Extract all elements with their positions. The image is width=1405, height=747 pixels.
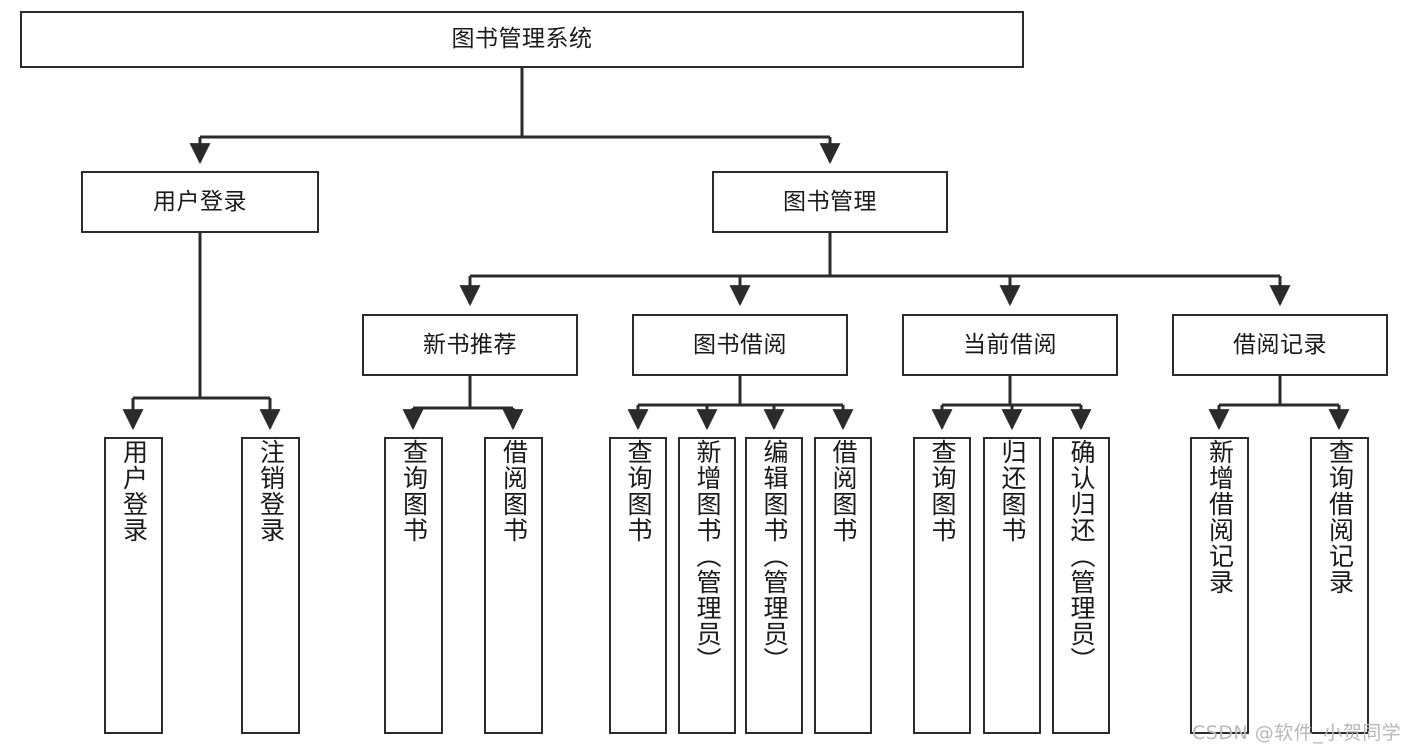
node-leaf-logout[interactable]: 注销登录 <box>241 437 300 734</box>
node-label: 编辑图书（管理员） <box>760 439 789 673</box>
node-leaf-return-book[interactable]: 归还图书 <box>983 437 1041 734</box>
node-label: 归还图书 <box>998 439 1027 543</box>
node-leaf-borrow-book-2[interactable]: 借阅图书 <box>814 437 872 734</box>
node-book-management-system[interactable]: 图书管理系统 <box>20 11 1024 68</box>
node-book-borrow[interactable]: 图书借阅 <box>632 314 848 376</box>
node-leaf-add-book-admin[interactable]: 新增图书（管理员） <box>678 437 736 734</box>
node-label: 新增图书（管理员） <box>693 439 722 673</box>
node-label: 借阅图书 <box>499 439 529 543</box>
node-label: 用户登录 <box>153 188 247 215</box>
node-leaf-query-book-3[interactable]: 查询图书 <box>913 437 971 734</box>
node-leaf-confirm-return-admin[interactable]: 确认归还（管理员） <box>1052 437 1110 734</box>
node-label: 图书管理系统 <box>451 26 593 52</box>
node-label: 借阅记录 <box>1233 331 1327 358</box>
node-borrow-record[interactable]: 借阅记录 <box>1172 314 1388 376</box>
node-leaf-edit-book-admin[interactable]: 编辑图书（管理员） <box>745 437 803 734</box>
node-book-management[interactable]: 图书管理 <box>712 171 948 233</box>
node-label: 新增借阅记录 <box>1205 439 1235 595</box>
node-label: 图书借阅 <box>693 331 787 358</box>
node-current-borrow[interactable]: 当前借阅 <box>902 314 1118 376</box>
watermark-text: CSDN @软件_小贺同学 <box>1192 722 1402 744</box>
node-leaf-query-book-1[interactable]: 查询图书 <box>384 437 443 734</box>
node-label: 用户登录 <box>119 439 149 543</box>
node-leaf-add-borrow-record[interactable]: 新增借阅记录 <box>1190 437 1249 734</box>
node-leaf-query-borrow-record[interactable]: 查询借阅记录 <box>1310 437 1369 734</box>
node-label: 确认归还（管理员） <box>1067 439 1096 673</box>
node-label: 借阅图书 <box>829 439 858 543</box>
node-user-login[interactable]: 用户登录 <box>81 171 319 233</box>
node-label: 图书管理 <box>783 188 877 215</box>
node-leaf-user-login[interactable]: 用户登录 <box>104 437 163 734</box>
node-label: 查询图书 <box>624 439 653 543</box>
node-leaf-query-book-2[interactable]: 查询图书 <box>609 437 667 734</box>
node-leaf-borrow-book-1[interactable]: 借阅图书 <box>484 437 543 734</box>
node-label: 查询借阅记录 <box>1325 439 1355 595</box>
node-label: 注销登录 <box>256 439 286 543</box>
node-label: 查询图书 <box>928 439 957 543</box>
node-label: 新书推荐 <box>423 331 517 358</box>
node-label: 查询图书 <box>399 439 429 543</box>
node-new-book-recommend[interactable]: 新书推荐 <box>362 314 578 376</box>
node-label: 当前借阅 <box>963 331 1057 358</box>
